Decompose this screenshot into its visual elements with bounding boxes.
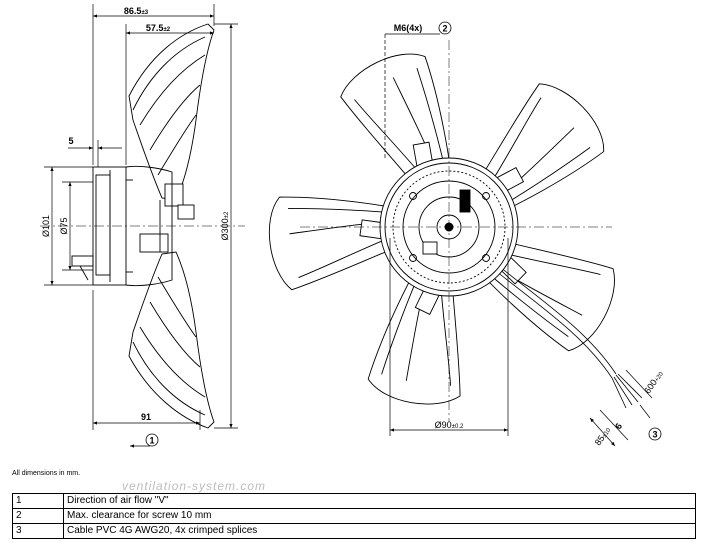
airflow-marker-circle xyxy=(145,433,159,447)
dim-d101: Ø101 xyxy=(41,215,51,237)
legend-text: Cable PVC 4G AWG20, 4x crimped splices xyxy=(63,523,696,539)
fan-dimension-drawing: 86.5±3 57.5±2 5 Ø101 Ø75 Ø300±2 91 1 xyxy=(40,4,665,448)
table-row: 1 Direction of air flow "V" xyxy=(12,493,696,509)
legend-num: 3 xyxy=(12,523,64,539)
dim-d75: Ø75 xyxy=(59,217,69,234)
dim-d90: Ø90±0.2 xyxy=(435,420,464,430)
legend-num: 1 xyxy=(12,493,64,509)
watermark: ventilation-system.com xyxy=(122,479,267,493)
screw-marker-circle xyxy=(438,21,452,35)
dim-cable-85: 85±10 xyxy=(593,425,613,448)
side-blade-upper xyxy=(128,23,215,201)
front-view-labels: M6(4x) 2 Ø90±0.2 600+20 6 85±10 3 xyxy=(394,21,665,448)
dim-screw: M6(4x) xyxy=(394,23,423,33)
cable-marker: 3 xyxy=(652,430,657,440)
front-view xyxy=(268,53,643,409)
airflow-marker: 1 xyxy=(149,436,154,446)
side-view-labels: 86.5±3 57.5±2 5 Ø101 Ø75 Ø300±2 91 1 xyxy=(41,6,230,447)
screw-marker: 2 xyxy=(442,24,447,34)
units-note: All dimensions in mm. xyxy=(12,470,81,477)
side-cable-gland xyxy=(71,255,94,267)
side-view-dimensions xyxy=(40,4,245,448)
dim-57-5: 57.5±2 xyxy=(146,23,171,33)
dim-91: 91 xyxy=(141,412,151,422)
legend-table: 1 Direction of air flow "V" 2 Max. clear… xyxy=(12,493,696,539)
dim-5: 5 xyxy=(68,136,73,146)
dim-86-5: 86.5±3 xyxy=(124,6,149,16)
dim-cable-600: 600+20 xyxy=(642,369,665,396)
legend-text: Max. clearance for screw 10 mm xyxy=(63,508,696,524)
front-view-dimensions xyxy=(300,33,653,447)
dim-d300: Ø300±2 xyxy=(220,211,230,240)
side-blade-lower xyxy=(128,251,215,429)
dim-cable-6: 6 xyxy=(613,421,624,431)
table-row: 2 Max. clearance for screw 10 mm xyxy=(12,508,696,524)
side-view xyxy=(71,23,215,429)
cable-marker-circle xyxy=(648,427,662,441)
table-row: 3 Cable PVC 4G AWG20, 4x crimped splices xyxy=(12,523,696,539)
legend-num: 2 xyxy=(12,508,64,524)
legend-text: Direction of air flow "V" xyxy=(63,493,696,509)
